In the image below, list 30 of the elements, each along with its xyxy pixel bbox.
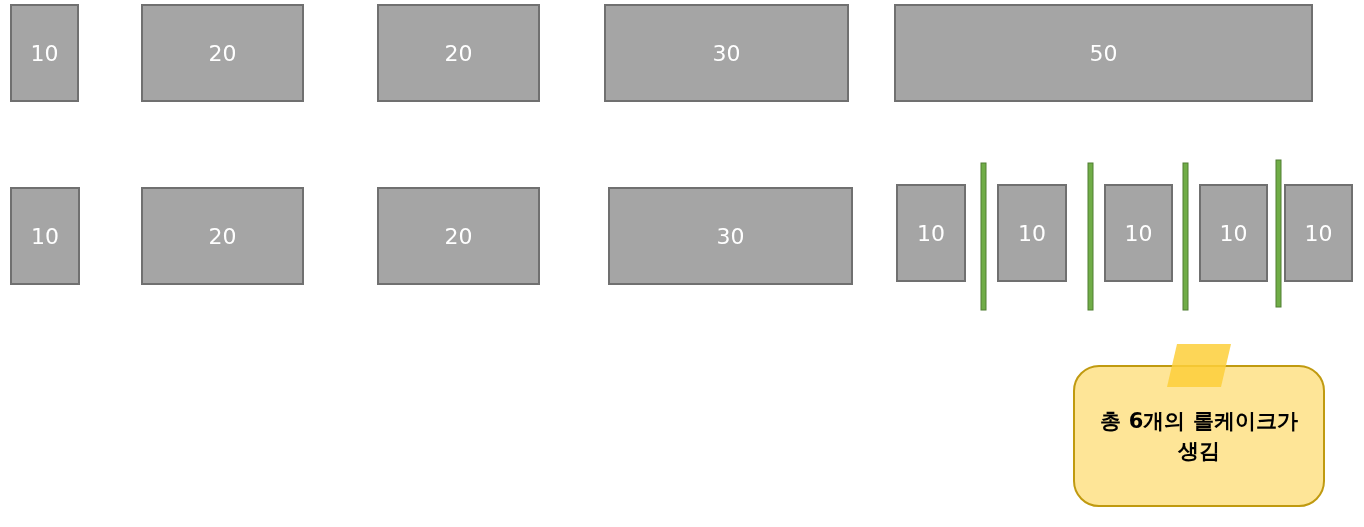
cake-block	[1104, 184, 1173, 282]
cake-block	[1284, 184, 1353, 282]
cake-block	[1199, 184, 1268, 282]
cake-block	[377, 187, 540, 285]
block-value: 20	[444, 40, 473, 66]
block-value: 50	[1089, 40, 1118, 66]
cake-block	[141, 4, 304, 102]
block-value: 20	[208, 223, 237, 249]
block-value: 10	[30, 40, 59, 66]
block-value: 10	[1124, 220, 1153, 246]
cake-block	[10, 187, 80, 285]
cake-block	[608, 187, 853, 285]
block-value: 20	[444, 223, 473, 249]
cake-block	[896, 184, 966, 282]
block-value: 30	[716, 223, 745, 249]
cake-block	[997, 184, 1067, 282]
block-value: 10	[31, 223, 59, 249]
block-value: 10	[917, 220, 945, 246]
cake-block	[377, 4, 540, 102]
sticky-note	[1073, 365, 1325, 507]
cake-block	[604, 4, 849, 102]
note-text: 총 6개의 롤케이크가 생김	[1099, 407, 1299, 465]
block-value: 10	[1304, 220, 1333, 246]
block-value: 10	[1219, 220, 1248, 246]
cake-block	[894, 4, 1313, 102]
cake-block	[141, 187, 304, 285]
block-value: 10	[1018, 220, 1046, 246]
cake-block	[10, 4, 79, 102]
block-value: 20	[208, 40, 237, 66]
block-value: 30	[712, 40, 741, 66]
